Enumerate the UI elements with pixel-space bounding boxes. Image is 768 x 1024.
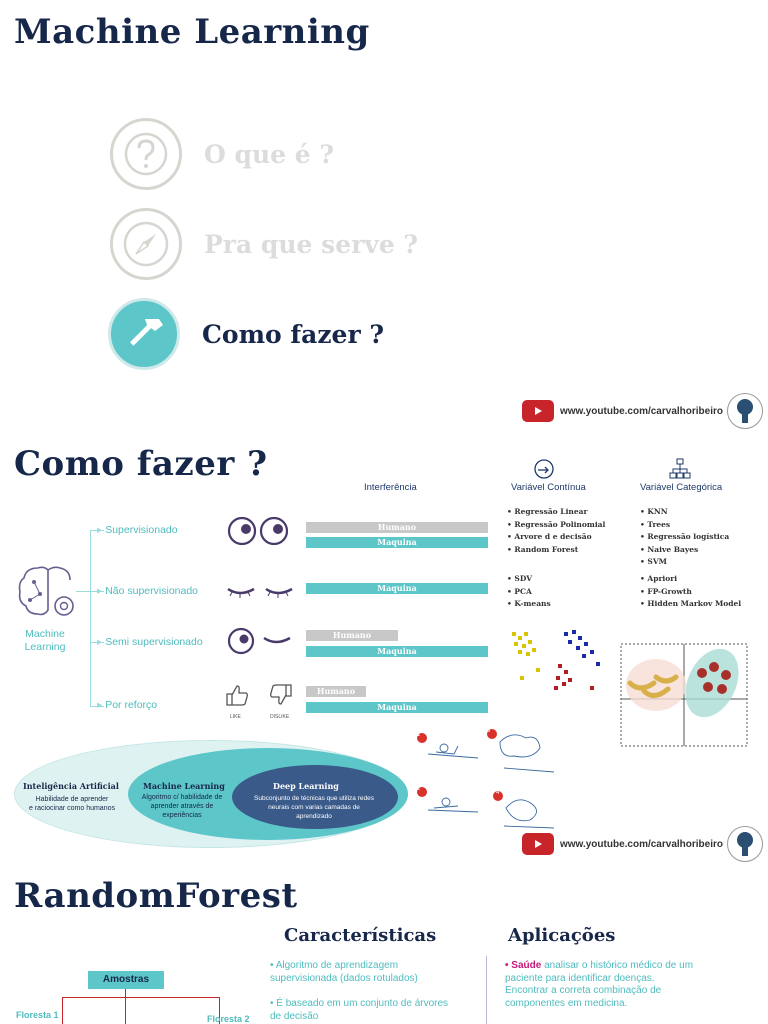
root-label: Machine Learning bbox=[24, 628, 66, 653]
youtube-play-icon bbox=[522, 833, 554, 855]
youtube-link-1[interactable]: www.youtube.com/carvalhoribeiro bbox=[522, 393, 763, 429]
wink-eyes-icon bbox=[226, 626, 296, 661]
list-categorical-supervised: • KNN• Trees• Regressão logística• Naive… bbox=[640, 507, 730, 566]
dl-desc: Subconjunto de técnicas que utiliza rede… bbox=[254, 795, 374, 820]
sketch-number-1: 1 bbox=[417, 732, 421, 738]
branch-semi-supervised[interactable]: ▸ Semi supervisionado bbox=[97, 636, 203, 648]
bar-human-supervised: Humano bbox=[306, 522, 488, 533]
header-continuous: Variável Contínua bbox=[511, 482, 586, 493]
tree-trunk bbox=[90, 530, 91, 706]
youtube-play-icon bbox=[522, 400, 554, 422]
ml-title: Machine Learning bbox=[143, 781, 225, 791]
compass-icon bbox=[110, 208, 182, 280]
youtube-link-2[interactable]: www.youtube.com/carvalhoribeiro bbox=[522, 826, 763, 862]
menu-item-what[interactable]: O que é ? bbox=[110, 118, 334, 190]
dislike-label: DISLIKE bbox=[270, 714, 290, 720]
forest-1-label: Floresta 1 bbox=[16, 1010, 59, 1020]
like-label: LIKE bbox=[230, 714, 241, 720]
header-categorical: Variável Categórica bbox=[640, 482, 723, 493]
menu-label-how: Como fazer ? bbox=[202, 319, 384, 349]
avatar bbox=[727, 826, 763, 862]
avatar bbox=[727, 393, 763, 429]
branch-unsupervised[interactable]: ▸ Não supervisionado bbox=[97, 585, 199, 597]
dl-title: Deep Learning bbox=[273, 781, 339, 791]
closed-eyes-icon bbox=[226, 585, 296, 604]
branch-supervised[interactable]: ▸ Supervisionado bbox=[97, 524, 178, 536]
reinforcement-sketch-illustration bbox=[414, 728, 564, 843]
menu-item-how[interactable]: Como fazer ? bbox=[108, 298, 384, 370]
slide1-title: Machine Learning bbox=[14, 12, 370, 52]
sketch-number-3: 3 bbox=[487, 728, 491, 734]
branch-reinforcement[interactable]: ▸ Por reforço bbox=[97, 699, 158, 711]
sketch-number-4: 4 bbox=[496, 790, 500, 796]
classification-grid-illustration bbox=[620, 643, 750, 752]
feature-2: • É baseado em um conjunto de árvores de… bbox=[270, 998, 449, 1022]
bar-human-reinforcement: Humano bbox=[306, 686, 366, 697]
like-icon bbox=[224, 682, 250, 713]
youtube-url: www.youtube.com/carvalhoribeiro bbox=[560, 838, 723, 850]
forest-2-label: Floresta 2 bbox=[207, 1014, 250, 1024]
bar-machine-unsupervised: Maquina bbox=[306, 583, 488, 594]
dl-ellipse bbox=[232, 765, 398, 829]
ml-desc: Algoritmo c/ habilidade de aprender atra… bbox=[141, 794, 223, 819]
list-categorical-unsupervised: • Apriori• FP-Growth• Hidden Markov Mode… bbox=[640, 574, 742, 608]
list-continuous-unsupervised: • SDV• PCA• K-means bbox=[507, 574, 551, 608]
slide2-title: Como fazer ? bbox=[14, 444, 268, 484]
samples-box: Amostras bbox=[88, 971, 164, 989]
forest-branch-line bbox=[62, 997, 220, 998]
header-interference: Interferência bbox=[364, 482, 417, 493]
bar-human-semi: Humano bbox=[306, 630, 398, 641]
menu-item-purpose[interactable]: Pra que serve ? bbox=[110, 208, 418, 280]
ai-title: Inteligência Artificial bbox=[23, 781, 119, 791]
cluster-scatter-illustration bbox=[506, 626, 606, 701]
menu-label-what: O que é ? bbox=[204, 139, 335, 169]
list-continuous-supervised: • Regressão Linear• Regressão Polinomial… bbox=[507, 507, 606, 554]
features-title: Características bbox=[284, 925, 437, 946]
question-icon bbox=[110, 118, 182, 190]
bar-machine-supervised: Maquina bbox=[306, 537, 488, 548]
feature-1: • Algoritmo de aprendizagem supervisiona… bbox=[270, 960, 418, 984]
slide3-title: RandomForest bbox=[14, 876, 298, 916]
ai-desc: Habilidade de aprender e raciocinar como… bbox=[29, 796, 115, 812]
open-eyes-icon bbox=[226, 515, 290, 552]
hierarchy-icon bbox=[668, 457, 692, 486]
hammer-icon bbox=[108, 298, 180, 370]
continuous-icon bbox=[533, 458, 555, 485]
applications-title: Aplicações bbox=[508, 925, 616, 946]
menu-label-purpose: Pra que serve ? bbox=[204, 229, 419, 259]
bar-machine-reinforcement: Maquina bbox=[306, 702, 488, 713]
applications-divider bbox=[486, 956, 487, 1024]
bar-machine-semi: Maquina bbox=[306, 646, 488, 657]
dislike-icon bbox=[268, 682, 294, 713]
youtube-url: www.youtube.com/carvalhoribeiro bbox=[560, 405, 723, 417]
brain-gear-icon bbox=[16, 562, 80, 629]
sketch-number-2: 2 bbox=[417, 786, 421, 792]
application-health: • Saúde analisar o histórico médico de u… bbox=[505, 960, 694, 1009]
